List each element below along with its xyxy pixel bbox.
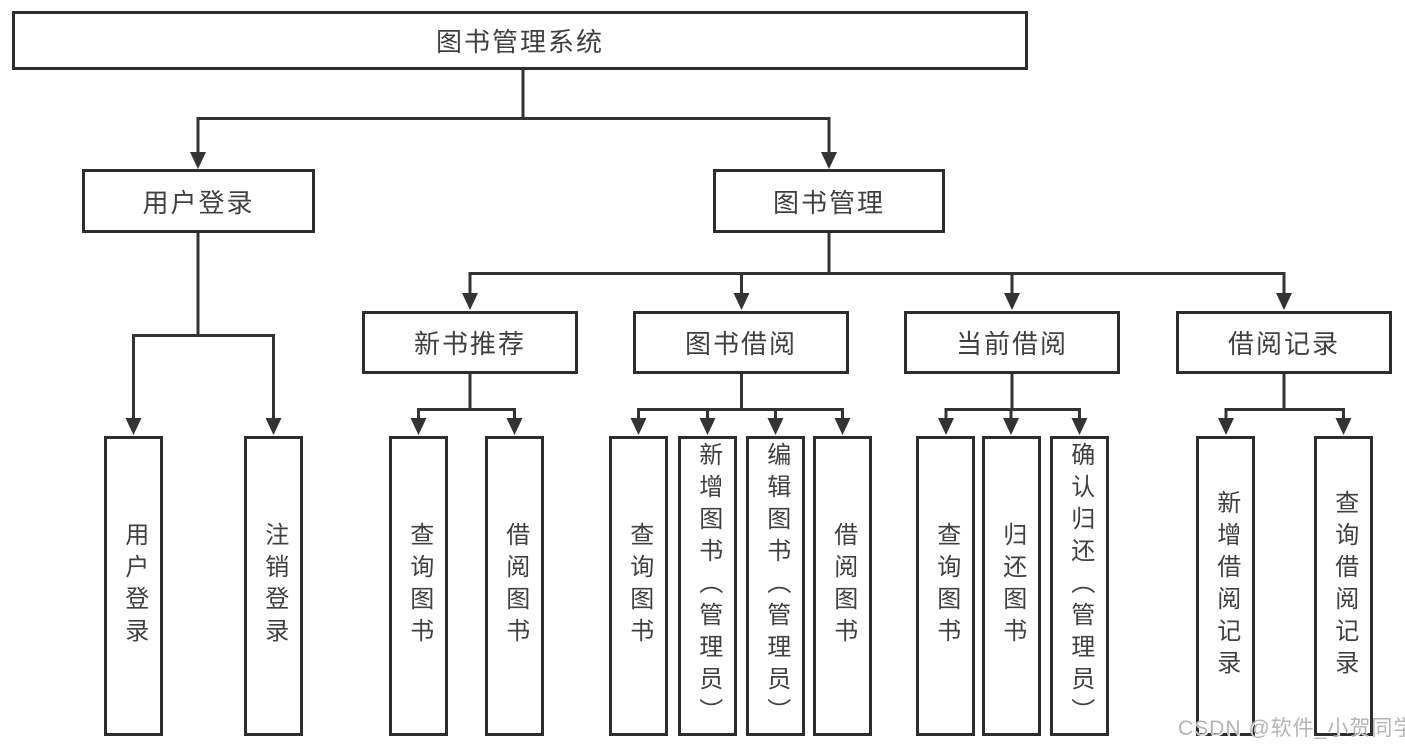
arrowhead-down [1071, 418, 1088, 435]
leaf-borrow-books-label: 借阅图书 [829, 522, 857, 650]
level1-bracket-line [196, 117, 831, 166]
leaf-return-books-label: 归还图书 [998, 522, 1026, 650]
node-root: 图书管理系统 [12, 11, 1028, 70]
group-d-bracket-line [1224, 408, 1345, 420]
arrowhead-down [630, 418, 647, 435]
node-book-management: 图书管理 [713, 169, 945, 233]
arrowhead-down [1335, 418, 1352, 435]
leaf-edit-books-admin-label: 编辑图书（管理员） [762, 442, 790, 730]
leaf-borrow-books-recommend-label: 借阅图书 [501, 522, 529, 650]
arrowhead-down [462, 293, 478, 310]
group-b-bracket-line [637, 408, 844, 420]
node-user-login: 用户登录 [82, 169, 315, 233]
leaf-query-books-recommend-label: 查询图书 [405, 522, 433, 650]
leaf-query-books-current: 查询图书 [916, 436, 975, 736]
leaf-query-borrow-record-label: 查询借阅记录 [1330, 490, 1358, 682]
leaf-confirm-return-admin: 确认归还（管理员） [1050, 436, 1109, 736]
leaf-user-login: 用户登录 [104, 436, 163, 736]
arrowhead-down [1004, 293, 1020, 310]
leaf-return-books: 归还图书 [982, 436, 1041, 736]
node-book-management-label: 图书管理 [772, 187, 885, 218]
arrowhead-down [190, 152, 206, 169]
node-book-borrow-label: 图书借阅 [684, 329, 797, 359]
leaf-query-books-borrow-label: 查询图书 [625, 522, 653, 650]
level3-bracket-line [468, 272, 1286, 294]
leaf-query-books-current-label: 查询图书 [932, 522, 960, 650]
arrowhead-down [125, 418, 142, 435]
arrowhead-down [834, 418, 851, 435]
node-new-book-recommend: 新书推荐 [362, 311, 578, 374]
csdn-watermark: CSDN @软件_小贺同学 [1178, 717, 1405, 740]
user-login-bracket-line [132, 334, 275, 420]
arrowhead-down [767, 418, 784, 435]
node-book-borrow: 图书借阅 [633, 311, 849, 374]
node-user-login-label: 用户登录 [142, 187, 255, 218]
arrowhead-down [1218, 418, 1234, 435]
arrowhead-down [506, 418, 523, 435]
arrowhead-down [1276, 293, 1292, 310]
node-new-book-recommend-label: 新书推荐 [413, 329, 526, 359]
leaf-query-books-borrow: 查询图书 [609, 436, 668, 736]
group-c-bracket-line [944, 408, 1081, 420]
arrowhead-down [938, 418, 954, 435]
leaf-add-borrow-record-label: 新增借阅记录 [1212, 490, 1240, 682]
leaf-logout: 注销登录 [244, 436, 303, 736]
arrowhead-down [699, 418, 716, 435]
arrowheads [125, 152, 1352, 435]
leaf-query-books-recommend: 查询图书 [389, 436, 448, 736]
leaf-user-login-label: 用户登录 [120, 522, 148, 650]
leaf-add-books-admin-label: 新增图书（管理员） [694, 442, 722, 730]
arrowhead-down [265, 418, 282, 435]
arrowhead-down [733, 293, 750, 310]
node-borrow-records-label: 借阅记录 [1227, 329, 1340, 359]
arrowhead-down [410, 418, 427, 435]
arrowhead-down [821, 152, 837, 169]
leaf-query-borrow-record: 查询借阅记录 [1314, 436, 1373, 736]
group-a-bracket-line [417, 408, 516, 420]
node-current-borrow-label: 当前借阅 [955, 329, 1068, 359]
leaf-confirm-return-admin-label: 确认归还（管理员） [1066, 442, 1094, 730]
leaf-edit-books-admin: 编辑图书（管理员） [746, 436, 805, 736]
leaf-borrow-books: 借阅图书 [813, 436, 872, 736]
leaf-borrow-books-recommend: 借阅图书 [485, 436, 544, 736]
node-borrow-records: 借阅记录 [1176, 311, 1392, 374]
node-current-borrow: 当前借阅 [904, 311, 1120, 374]
arrowhead-down [1003, 418, 1019, 435]
node-root-label: 图书管理系统 [435, 27, 604, 57]
leaf-add-borrow-record: 新增借阅记录 [1196, 436, 1255, 736]
leaf-add-books-admin: 新增图书（管理员） [678, 436, 737, 736]
leaf-logout-label: 注销登录 [260, 522, 288, 650]
